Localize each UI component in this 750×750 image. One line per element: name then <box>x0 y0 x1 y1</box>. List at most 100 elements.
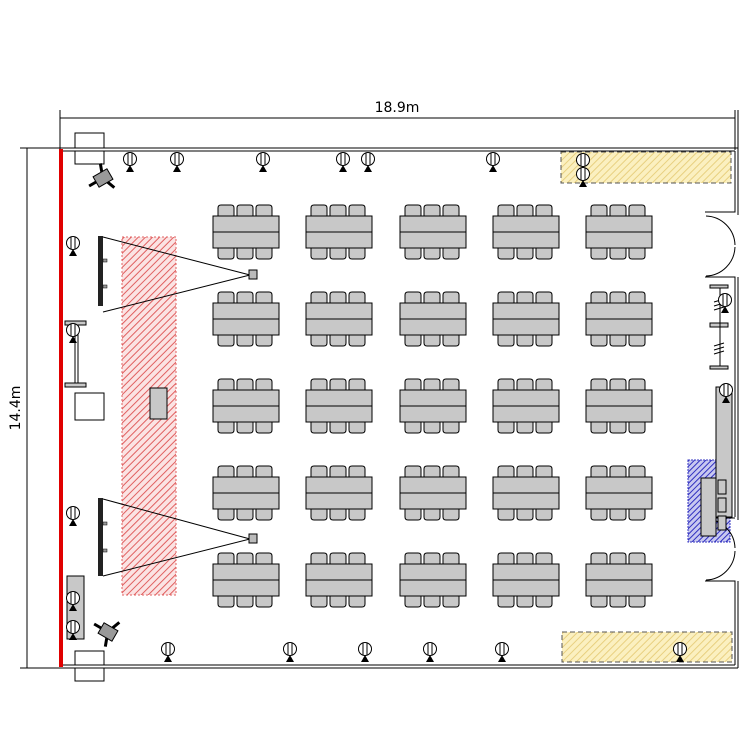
table-with-chairs[interactable] <box>212 465 280 521</box>
chair[interactable] <box>310 465 328 477</box>
chair[interactable] <box>442 509 460 521</box>
chair[interactable] <box>628 204 646 216</box>
chair[interactable] <box>236 509 254 521</box>
chair[interactable] <box>535 335 553 347</box>
chair[interactable] <box>348 552 366 564</box>
table-with-chairs[interactable] <box>399 552 467 608</box>
chair[interactable] <box>497 552 515 564</box>
chair[interactable] <box>535 509 553 521</box>
chair[interactable] <box>609 596 627 608</box>
chair[interactable] <box>535 422 553 434</box>
chair[interactable] <box>348 378 366 390</box>
chair[interactable] <box>497 596 515 608</box>
chair[interactable] <box>516 509 534 521</box>
door-top-right[interactable] <box>705 215 736 277</box>
chair[interactable] <box>590 422 608 434</box>
chair[interactable] <box>310 509 328 521</box>
chair[interactable] <box>404 509 422 521</box>
chair[interactable] <box>404 248 422 260</box>
chair[interactable] <box>329 509 347 521</box>
chair[interactable] <box>590 248 608 260</box>
chair[interactable] <box>348 509 366 521</box>
chair[interactable] <box>628 422 646 434</box>
chair[interactable] <box>236 248 254 260</box>
table-with-chairs[interactable] <box>399 204 467 260</box>
chair[interactable] <box>590 378 608 390</box>
chair[interactable] <box>516 552 534 564</box>
chair[interactable] <box>255 465 273 477</box>
chair[interactable] <box>310 204 328 216</box>
chair[interactable] <box>497 509 515 521</box>
table-with-chairs[interactable] <box>585 291 653 347</box>
chair[interactable] <box>310 335 328 347</box>
chair[interactable] <box>628 596 646 608</box>
chair[interactable] <box>609 552 627 564</box>
chair[interactable] <box>609 378 627 390</box>
chair[interactable] <box>329 552 347 564</box>
chair[interactable] <box>404 204 422 216</box>
chair[interactable] <box>217 552 235 564</box>
chair[interactable] <box>628 335 646 347</box>
chair[interactable] <box>516 596 534 608</box>
chair[interactable] <box>217 248 235 260</box>
chair[interactable] <box>423 596 441 608</box>
table-with-chairs[interactable] <box>585 552 653 608</box>
table-with-chairs[interactable] <box>212 378 280 434</box>
chair[interactable] <box>255 552 273 564</box>
chair[interactable] <box>535 378 553 390</box>
table-with-chairs[interactable] <box>585 378 653 434</box>
chair[interactable] <box>423 422 441 434</box>
table-with-chairs[interactable] <box>492 204 560 260</box>
chair[interactable] <box>217 465 235 477</box>
table-with-chairs[interactable] <box>399 465 467 521</box>
projector-bottom[interactable] <box>248 533 258 544</box>
chair[interactable] <box>628 248 646 260</box>
chair[interactable] <box>404 596 422 608</box>
lectern[interactable] <box>149 387 168 420</box>
chair[interactable] <box>516 204 534 216</box>
chair[interactable] <box>255 335 273 347</box>
chair[interactable] <box>236 552 254 564</box>
projector-top[interactable] <box>248 269 258 280</box>
chair[interactable] <box>236 465 254 477</box>
chair[interactable] <box>329 248 347 260</box>
chair[interactable] <box>535 204 553 216</box>
chair[interactable] <box>404 552 422 564</box>
chair[interactable] <box>348 465 366 477</box>
chair[interactable] <box>255 291 273 303</box>
chair[interactable] <box>255 509 273 521</box>
chair[interactable] <box>310 378 328 390</box>
chair[interactable] <box>348 204 366 216</box>
chair[interactable] <box>516 335 534 347</box>
chair[interactable] <box>217 335 235 347</box>
table-with-chairs[interactable] <box>212 291 280 347</box>
chair[interactable] <box>442 552 460 564</box>
chair[interactable] <box>404 335 422 347</box>
chair[interactable] <box>348 335 366 347</box>
chair[interactable] <box>628 378 646 390</box>
table-with-chairs[interactable] <box>585 204 653 260</box>
chair[interactable] <box>609 335 627 347</box>
chair[interactable] <box>516 248 534 260</box>
chair[interactable] <box>442 204 460 216</box>
chair[interactable] <box>404 378 422 390</box>
chair[interactable] <box>590 291 608 303</box>
chair[interactable] <box>497 291 515 303</box>
chair[interactable] <box>497 465 515 477</box>
chair[interactable] <box>348 422 366 434</box>
chair[interactable] <box>329 204 347 216</box>
table-with-chairs[interactable] <box>305 378 373 434</box>
chair[interactable] <box>442 378 460 390</box>
table-with-chairs[interactable] <box>212 552 280 608</box>
chair[interactable] <box>217 204 235 216</box>
chair[interactable] <box>348 596 366 608</box>
table-with-chairs[interactable] <box>492 465 560 521</box>
table-with-chairs[interactable] <box>492 552 560 608</box>
chair[interactable] <box>404 465 422 477</box>
chair[interactable] <box>217 422 235 434</box>
chair[interactable] <box>423 248 441 260</box>
chair[interactable] <box>310 422 328 434</box>
chair[interactable] <box>423 291 441 303</box>
chair[interactable] <box>516 422 534 434</box>
chair[interactable] <box>628 552 646 564</box>
